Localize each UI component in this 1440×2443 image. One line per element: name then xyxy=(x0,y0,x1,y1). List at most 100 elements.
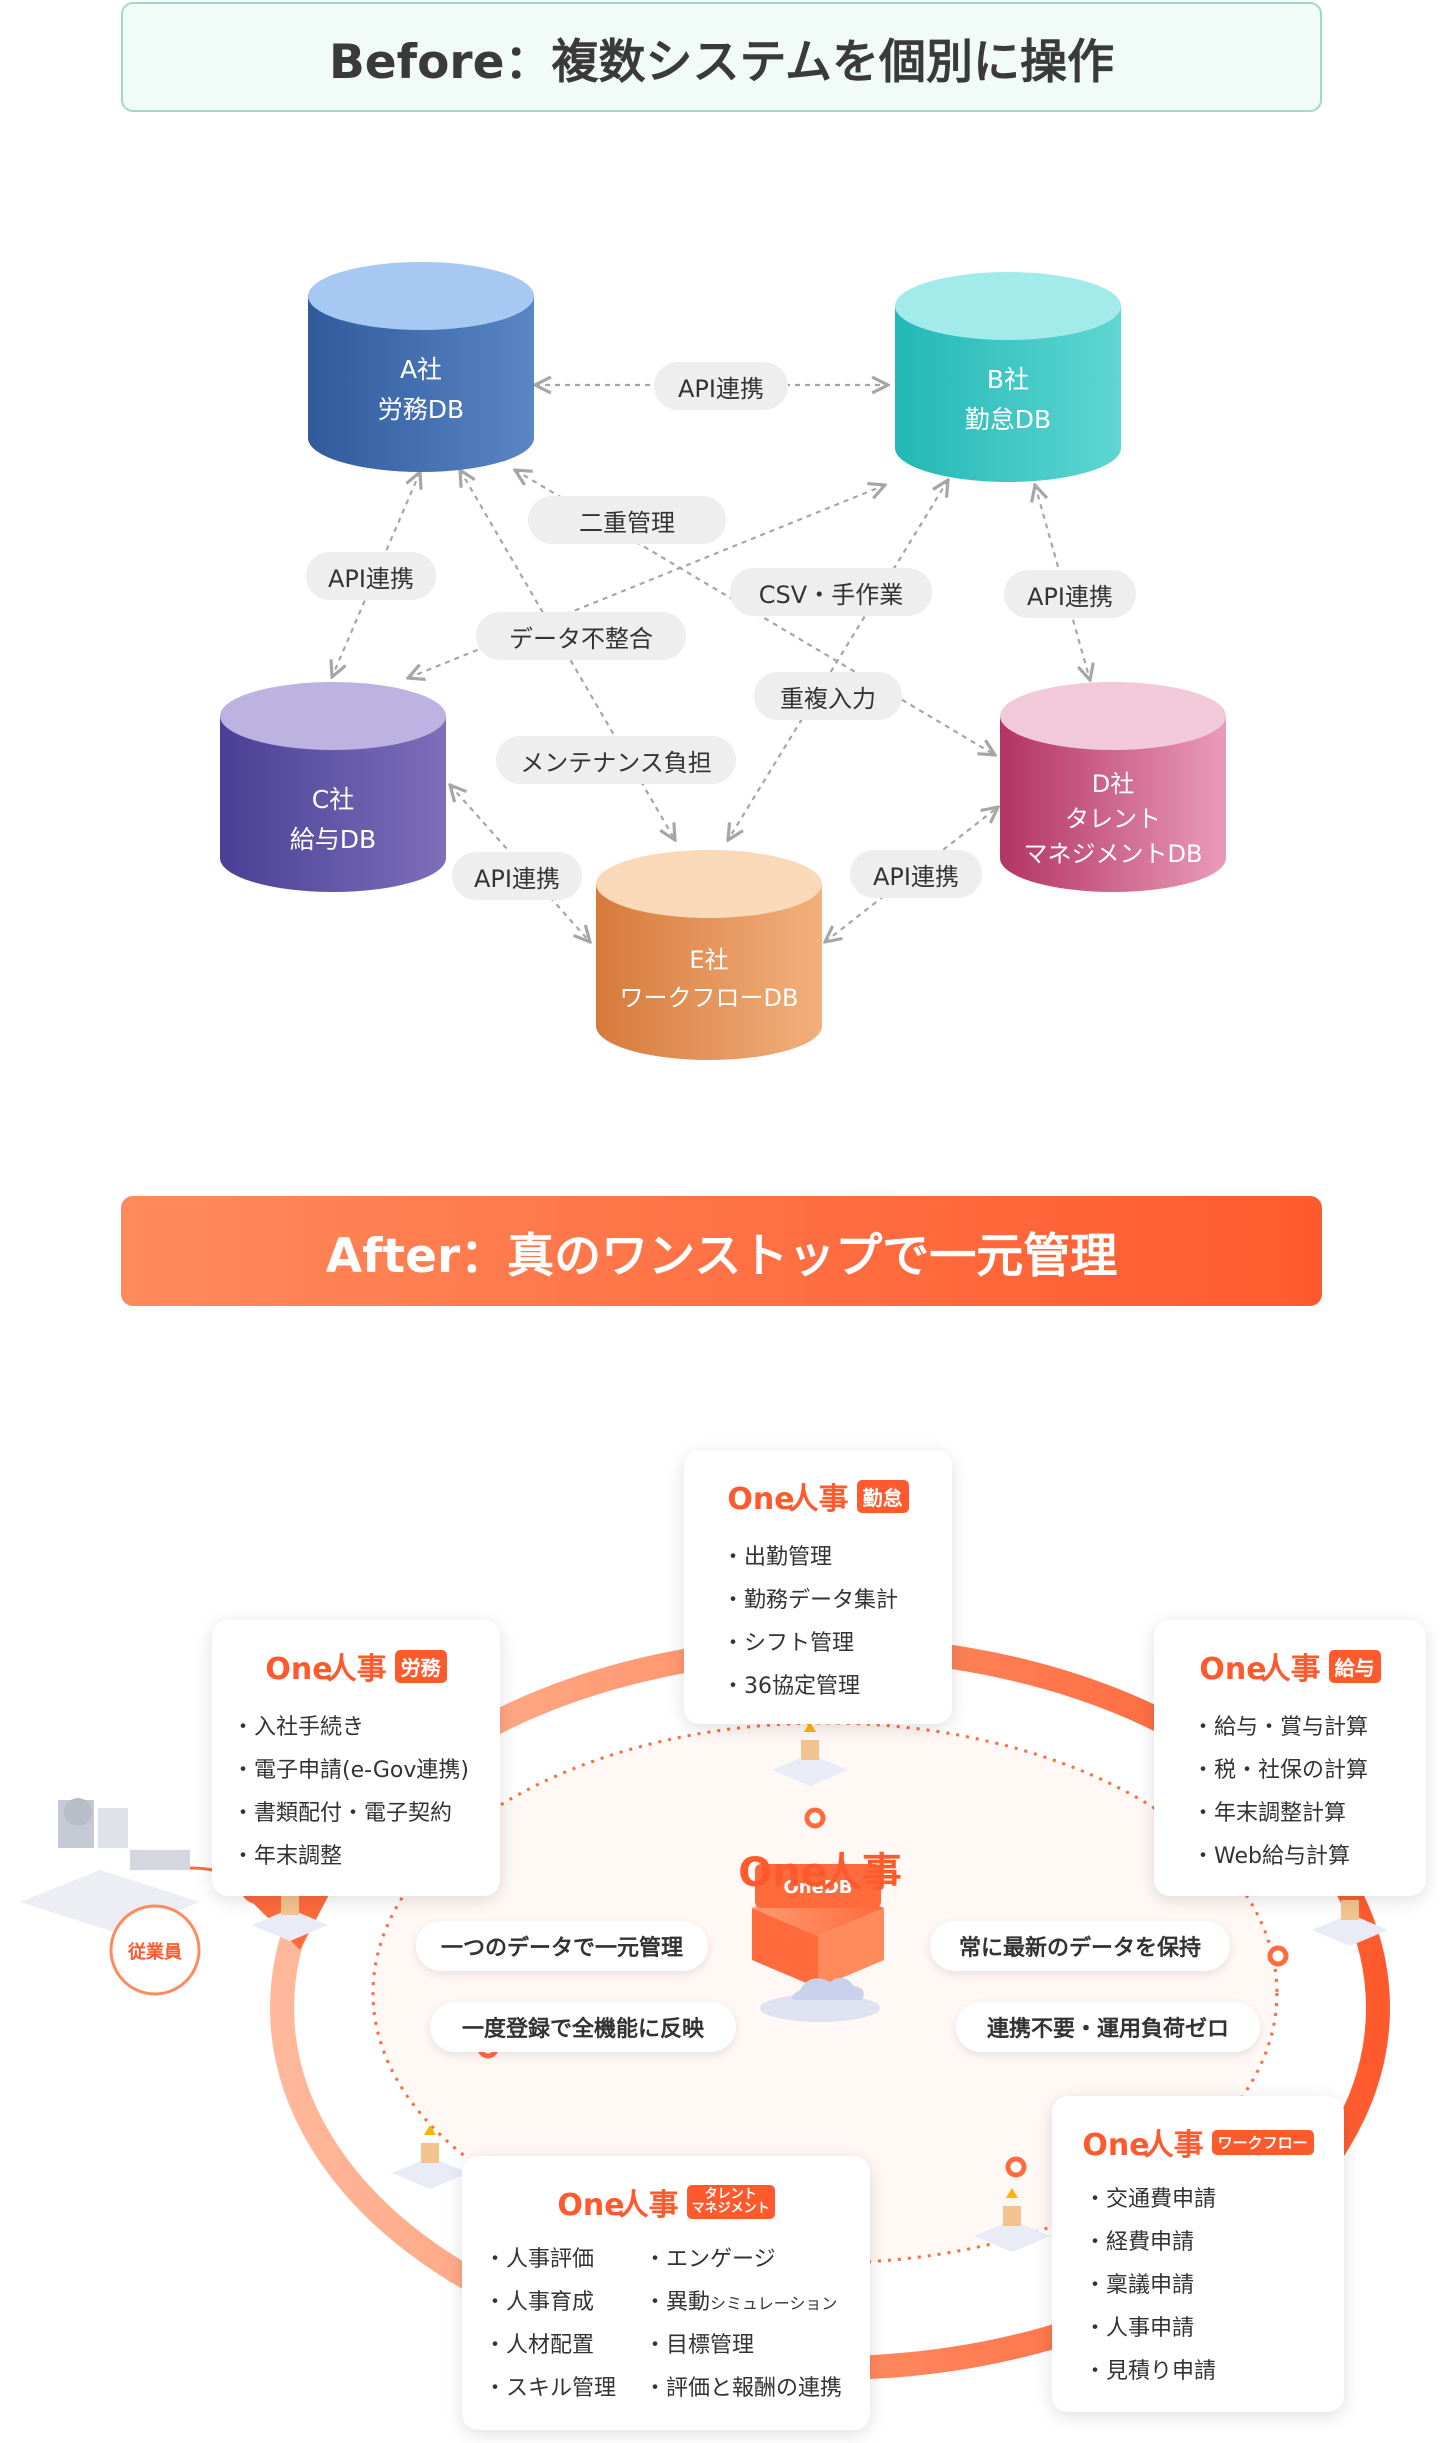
card-kintai-head: One人事 勤怠 xyxy=(684,1474,952,1518)
list-item: 人事育成 xyxy=(484,2281,644,2324)
card-workflow-badge: ワークフロー xyxy=(1211,2129,1314,2155)
list-item: 見積り申請 xyxy=(1084,2350,1344,2393)
list-item: 年末調整計算 xyxy=(1192,1792,1426,1835)
db-e-cylinder: E社 ワークフローDB xyxy=(596,850,822,1060)
list-item: スキル管理 xyxy=(484,2367,644,2410)
card-kyuyo: One人事 給与 給与・賞与計算 税・社保の計算 年末調整計算 Web給与計算 xyxy=(1154,1620,1426,1896)
db-c-cylinder: C社 給与DB xyxy=(220,682,446,892)
card-workflow-brand: One人事 xyxy=(1082,2120,1203,2164)
list-item: シフト管理 xyxy=(722,1622,952,1665)
list-item: 出勤管理 xyxy=(722,1536,952,1579)
db-e-line2: ワークフローDB xyxy=(620,984,799,1012)
card-workflow-list: 交通費申請 経費申請 稟議申請 人事申請 見積り申請 xyxy=(1084,2178,1344,2393)
card-kyuyo-head: One人事 給与 xyxy=(1154,1644,1426,1688)
card-kyuyo-list: 給与・賞与計算 税・社保の計算 年末調整計算 Web給与計算 xyxy=(1192,1706,1426,1878)
brand-one: One xyxy=(1082,2128,1150,2163)
feature-1: 一つのデータで一元管理 xyxy=(416,1921,708,1971)
db-a-line2: 労務DB xyxy=(378,395,464,424)
card-talent-right-list: エンゲージ 異動シミュレーション 目標管理 評価と報酬の連携 xyxy=(644,2238,842,2410)
list-item: 人事申請 xyxy=(1084,2307,1344,2350)
card-roumu-list: 入社手続き 電子申請(e-Gov連携) 書類配付・電子契約 年末調整 xyxy=(232,1706,500,1878)
card-kintai-list: 出勤管理 勤務データ集計 シフト管理 36協定管理 xyxy=(722,1536,952,1708)
card-talent-brand: One人事 xyxy=(557,2180,678,2224)
label-api-bd: API連携 xyxy=(1004,570,1136,618)
onedb-cube: OneDB xyxy=(752,1864,884,2022)
list-item: 人事評価 xyxy=(484,2238,644,2281)
list-item: 勤務データ集計 xyxy=(722,1579,952,1622)
feature-3: 一度登録で全機能に反映 xyxy=(430,2002,736,2052)
card-talent-left-list: 人事評価 人事育成 人材配置 スキル管理 xyxy=(484,2238,644,2410)
db-c-line2: 給与DB xyxy=(290,825,376,854)
node-top xyxy=(804,1807,826,1829)
list-item: 入社手続き xyxy=(232,1706,500,1749)
list-item: 稟議申請 xyxy=(1084,2264,1344,2307)
node-bottom-right xyxy=(1005,2156,1027,2178)
db-a-line1: A社 xyxy=(400,355,442,384)
list-item: 人材配置 xyxy=(484,2324,644,2367)
label-api-ab: API連携 xyxy=(654,362,788,410)
onedb-label: OneDB xyxy=(784,1877,853,1898)
brand-jinji: 人事 xyxy=(326,1652,387,1687)
db-b-cylinder: B社 勤怠DB xyxy=(895,272,1121,482)
employee-figure: 従業員 xyxy=(20,1798,281,1996)
db-d-line3: マネジメントDB xyxy=(1024,840,1203,868)
db-d-cylinder: D社 タレント マネジメントDB xyxy=(1000,682,1226,892)
list-item: 電子申請(e-Gov連携) xyxy=(232,1749,500,1792)
label-api-ac: API連携 xyxy=(306,552,436,600)
db-e-line1: E社 xyxy=(689,946,728,974)
card-roumu-brand: One人事 xyxy=(265,1644,386,1688)
db-b-line1: B社 xyxy=(987,365,1029,394)
link-b-e xyxy=(728,480,948,840)
before-banner: Before：複数システムを個別に操作 xyxy=(121,2,1322,112)
list-item: 年末調整 xyxy=(232,1835,500,1878)
brand-jinji: 人事 xyxy=(618,2188,679,2223)
brand-one: One xyxy=(265,1652,333,1687)
card-talent: One人事 タレント マネジメント 人事評価 人事育成 人材配置 スキル管理 エ… xyxy=(462,2156,870,2430)
label-csv: CSV・手作業 xyxy=(730,568,932,616)
db-d-line2: タレント xyxy=(1065,805,1161,833)
card-kintai: One人事 勤怠 出勤管理 勤務データ集計 シフト管理 36協定管理 xyxy=(684,1450,952,1724)
card-talent-badge-line1: タレント xyxy=(704,2187,757,2202)
brand-one: One xyxy=(557,2188,625,2223)
list-item: 税・社保の計算 xyxy=(1192,1749,1426,1792)
card-roumu-head: One人事 労務 xyxy=(212,1644,500,1688)
card-workflow-head: One人事 ワークフロー xyxy=(1052,2120,1344,2164)
card-kyuyo-brand: One人事 xyxy=(1199,1644,1320,1688)
card-kyuyo-badge: 給与 xyxy=(1328,1649,1381,1683)
feature-4: 連携不要・運用負荷ゼロ xyxy=(956,2002,1260,2052)
brand-jinji: 人事 xyxy=(788,1482,849,1517)
label-dual: 二重管理 xyxy=(528,496,726,544)
card-talent-badge-line2: マネジメント xyxy=(691,2201,770,2216)
card-roumu: One人事 労務 入社手続き 電子申請(e-Gov連携) 書類配付・電子契約 年… xyxy=(212,1620,500,1896)
list-item: Web給与計算 xyxy=(1192,1835,1426,1878)
label-api-ed: API連携 xyxy=(850,850,982,898)
card-workflow: One人事 ワークフロー 交通費申請 経費申請 稟議申請 人事申請 見積り申請 xyxy=(1052,2096,1344,2412)
db-d-line1: D社 xyxy=(1092,770,1134,798)
center-brand-jinji: 人事 xyxy=(821,1850,902,1896)
after-banner: After：真のワンストップで一元管理 xyxy=(121,1196,1322,1306)
platform-tiles xyxy=(252,1722,1388,2252)
db-a-cylinder: A社 労務DB xyxy=(308,262,534,472)
employee-label: 従業員 xyxy=(127,1941,182,1963)
card-roumu-badge: 労務 xyxy=(394,1649,447,1683)
brand-one: One xyxy=(1199,1652,1267,1687)
list-item: 36協定管理 xyxy=(722,1665,952,1708)
card-kintai-brand: One人事 xyxy=(727,1474,848,1518)
list-item: 経費申請 xyxy=(1084,2221,1344,2264)
label-maintenance: メンテナンス負担 xyxy=(496,736,736,784)
card-talent-badge: タレント マネジメント xyxy=(686,2185,775,2219)
link-e-d xyxy=(825,807,998,942)
brand-jinji: 人事 xyxy=(1260,1652,1321,1687)
center-brand: One人事 xyxy=(720,1840,920,1898)
card-talent-lists: 人事評価 人事育成 人材配置 スキル管理 エンゲージ 異動シミュレーション 目標… xyxy=(484,2238,870,2410)
list-item: 交通費申請 xyxy=(1084,2178,1344,2221)
list-item-suffix: シミュレーション xyxy=(710,2294,838,2313)
after-diagram: OneDB 従業員 xyxy=(20,1636,1390,2380)
list-item: 異動シミュレーション xyxy=(644,2281,842,2324)
list-item: 評価と報酬の連携 xyxy=(644,2367,842,2410)
list-item: 目標管理 xyxy=(644,2324,842,2367)
feature-2: 常に最新のデータを保持 xyxy=(930,1921,1230,1971)
after-banner-title: After：真のワンストップで一元管理 xyxy=(325,1228,1118,1284)
list-item: 書類配付・電子契約 xyxy=(232,1792,500,1835)
brand-one: One xyxy=(727,1482,795,1517)
